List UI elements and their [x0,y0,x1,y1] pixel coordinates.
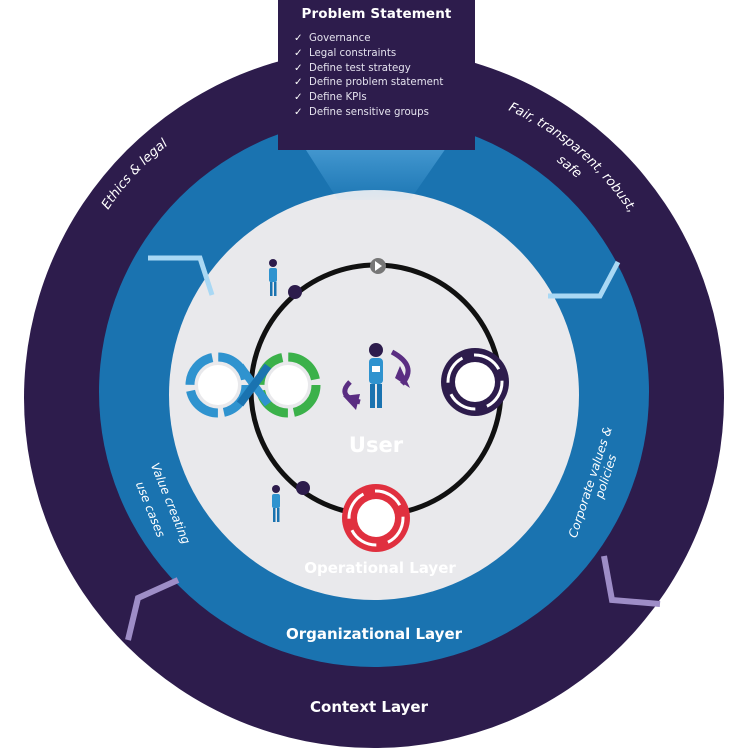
accent-zigzag-right-top [548,260,621,299]
accent-zigzag-left-bottom [125,577,180,641]
check-icon: ✓ [294,47,303,59]
problem-statement-title: Problem Statement [301,6,452,22]
operational-layer-label: Operational Layer [304,559,456,577]
list-item: ✓Legal constraints [294,47,475,62]
check-icon: ✓ [294,106,303,118]
dev-label: Dev [207,381,229,392]
cycle-node-bottom-left [296,481,310,495]
accent-zigzag-right-bottom [601,555,661,607]
arrowhead-icon [343,394,360,410]
accent-zigzag-left-top [148,255,215,296]
list-item: ✓Define test strategy [294,62,475,77]
ops-label: Ops [277,381,299,392]
data-node-icon [441,348,509,416]
ml-node-icon [342,484,410,552]
check-icon: ✓ [294,92,303,104]
list-item: ✓Define problem statement [294,76,475,91]
check-icon: ✓ [294,33,303,44]
list-item: ✓Define sensitive groups [294,106,475,121]
user-label: User [349,433,404,457]
user-figure-icon [369,343,383,408]
person-icon [269,259,277,296]
arrowhead-icon [395,366,410,388]
organizational-layer-label: Organizational Layer [286,625,463,643]
list-item: ✓Governance [294,32,475,47]
devops-icon [185,352,321,418]
check-icon: ✓ [294,77,303,89]
problem-statement-list: ✓Governance ✓Legal constraints ✓Define t… [278,32,475,121]
data-label: Data [462,378,489,389]
cycle-node-top-left [288,285,302,299]
problem-statement-panel: Problem Statement ✓Governance ✓Legal con… [278,0,475,150]
check-icon: ✓ [294,62,303,74]
list-item: ✓Define KPIs [294,91,475,106]
chevron-right-icon [375,261,382,271]
context-layer-label: Context Layer [310,698,429,716]
person-icon [272,485,280,522]
ml-label: ML [368,514,385,525]
